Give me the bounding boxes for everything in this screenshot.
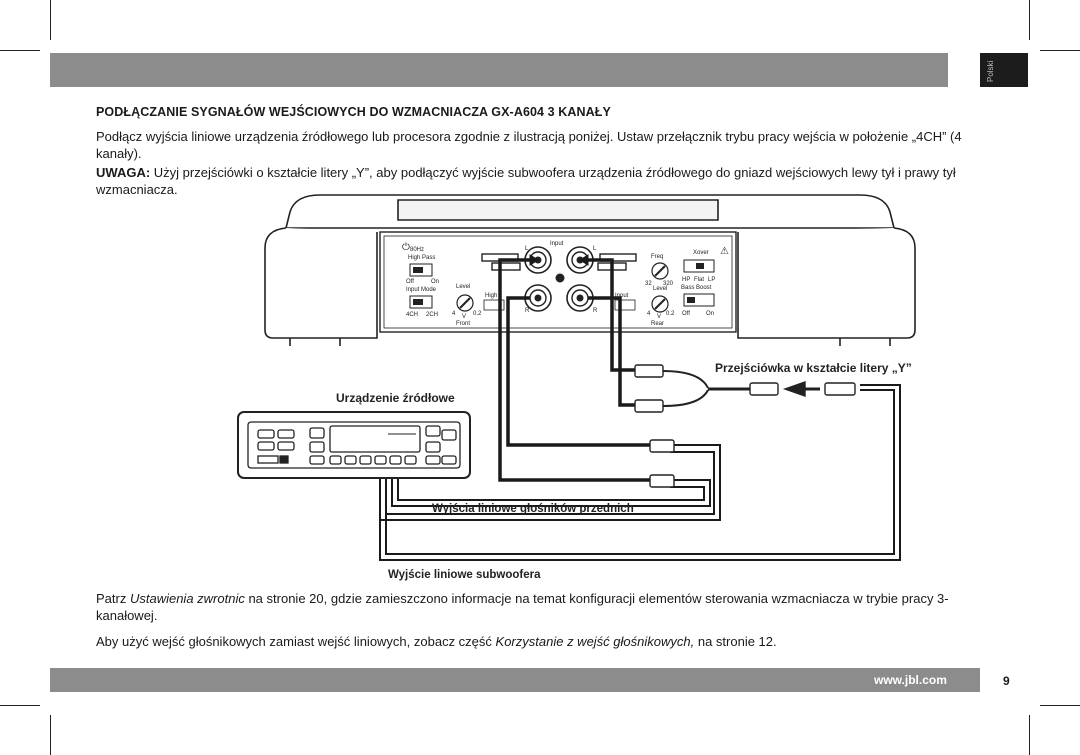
crop-mark: [0, 50, 40, 51]
front-label: Front: [456, 321, 470, 327]
input-label: Input: [550, 241, 564, 247]
p4-before: Aby użyć wejść głośnikowych zamiast wejś…: [96, 634, 496, 649]
rear-level-label: Level: [653, 286, 667, 292]
crop-mark: [1029, 0, 1030, 40]
y-adapter-label: Przejściówka w kształcie litery „Y”: [715, 361, 912, 375]
sub-output-label: Wyjście liniowe subwoofera: [388, 569, 541, 581]
amp-panel-labels: ⏻ 80Hz High Pass Off On Input Mode 4CH 2…: [402, 241, 729, 327]
front-outputs-label: Wyjścia liniowe głośników przednich: [432, 503, 634, 515]
bass-boost-off: Off: [682, 311, 690, 317]
note-paragraph: UWAGA: Użyj przejściówki o kształcie lit…: [96, 164, 996, 198]
high-pass-on: On: [431, 279, 439, 285]
head-unit: [237, 411, 471, 479]
input-left-l: L: [525, 246, 529, 252]
input-right-r: R: [593, 308, 598, 314]
language-label: Polski: [986, 60, 995, 82]
rca-input-jacks: [524, 246, 594, 312]
input-right-l: L: [593, 246, 597, 252]
crop-mark: [1029, 715, 1030, 755]
p3-before: Patrz: [96, 591, 130, 606]
high-label: High: [485, 293, 497, 299]
input-mode-label: Input Mode: [406, 287, 437, 293]
header-bar: [50, 53, 948, 87]
xover-lp: LP: [708, 277, 715, 283]
rear-label: Rear: [651, 321, 664, 327]
mode-4ch: 4CH: [406, 312, 418, 318]
crop-mark: [1040, 50, 1080, 51]
high-pass-label: High Pass: [408, 255, 435, 261]
power-icon: ⏻: [402, 242, 410, 253]
amplifier: [264, 194, 916, 346]
front-level-label: Level: [456, 284, 470, 290]
rear-level-min: 4: [647, 311, 651, 317]
note-label: UWAGA:: [96, 165, 151, 180]
source-output-plugs: [649, 439, 675, 488]
p4-after: na stronie 12.: [694, 634, 777, 649]
bass-boost-label: Bass Boost: [681, 285, 712, 291]
xover-flat: Flat: [694, 277, 704, 283]
wiring-diagram: ⏻ 80Hz High Pass Off On Input Mode 4CH 2…: [237, 194, 916, 581]
warning-icon: ⚠: [720, 246, 729, 257]
cables: [379, 254, 901, 561]
rear-level-max: 0.2: [666, 311, 675, 317]
crop-mark: [50, 715, 51, 755]
y-adapter: [634, 364, 856, 413]
page-number: 9: [1003, 674, 1010, 688]
hz80-label: 80Hz: [410, 247, 424, 253]
front-level-v: V: [462, 314, 466, 320]
intro-paragraph: Podłącz wyjścia liniowe urządzenia źródł…: [96, 129, 962, 161]
freq-label: Freq: [651, 254, 663, 260]
note-text: Użyj przejściówki o kształcie litery „Y”…: [96, 165, 956, 197]
xover-label: Xover: [693, 250, 709, 256]
footer-url[interactable]: www.jbl.com: [874, 673, 947, 687]
section-heading: PODŁĄCZANIE SYGNAŁÓW WEJŚCIOWYCH DO WZMA…: [96, 105, 611, 119]
rear-level-v: V: [657, 314, 661, 320]
high-pass-off: Off: [406, 279, 414, 285]
crop-mark: [0, 705, 40, 706]
crop-mark: [1040, 705, 1080, 706]
xover-hp: HP: [682, 277, 690, 283]
mode-2ch: 2CH: [426, 312, 438, 318]
front-level-min: 4: [452, 311, 456, 317]
p3-italic-ref: Ustawienia zwrotnic: [129, 591, 245, 606]
front-level-max: 0.2: [473, 311, 482, 317]
p3-after: na stronie 20, gdzie zamieszczono inform…: [96, 591, 949, 623]
crossover-reference-paragraph: Patrz Ustawienia zwrotnic na stronie 20,…: [96, 590, 996, 624]
bass-boost-on: On: [706, 311, 714, 317]
speaker-input-paragraph: Aby użyć wejść głośnikowych zamiast wejś…: [96, 633, 996, 650]
language-tab: [980, 53, 1028, 87]
footer-bar: [50, 668, 980, 692]
freq-min: 32: [645, 281, 652, 287]
input-left-r: R: [525, 308, 530, 314]
freq-max: 320: [663, 281, 674, 287]
source-unit-label: Urządzenie źródłowe: [336, 391, 455, 405]
input-label-2: Input: [615, 293, 629, 299]
p4-italic-ref: Korzystanie z wejść głośnikowych,: [495, 634, 695, 649]
crop-mark: [50, 0, 51, 40]
